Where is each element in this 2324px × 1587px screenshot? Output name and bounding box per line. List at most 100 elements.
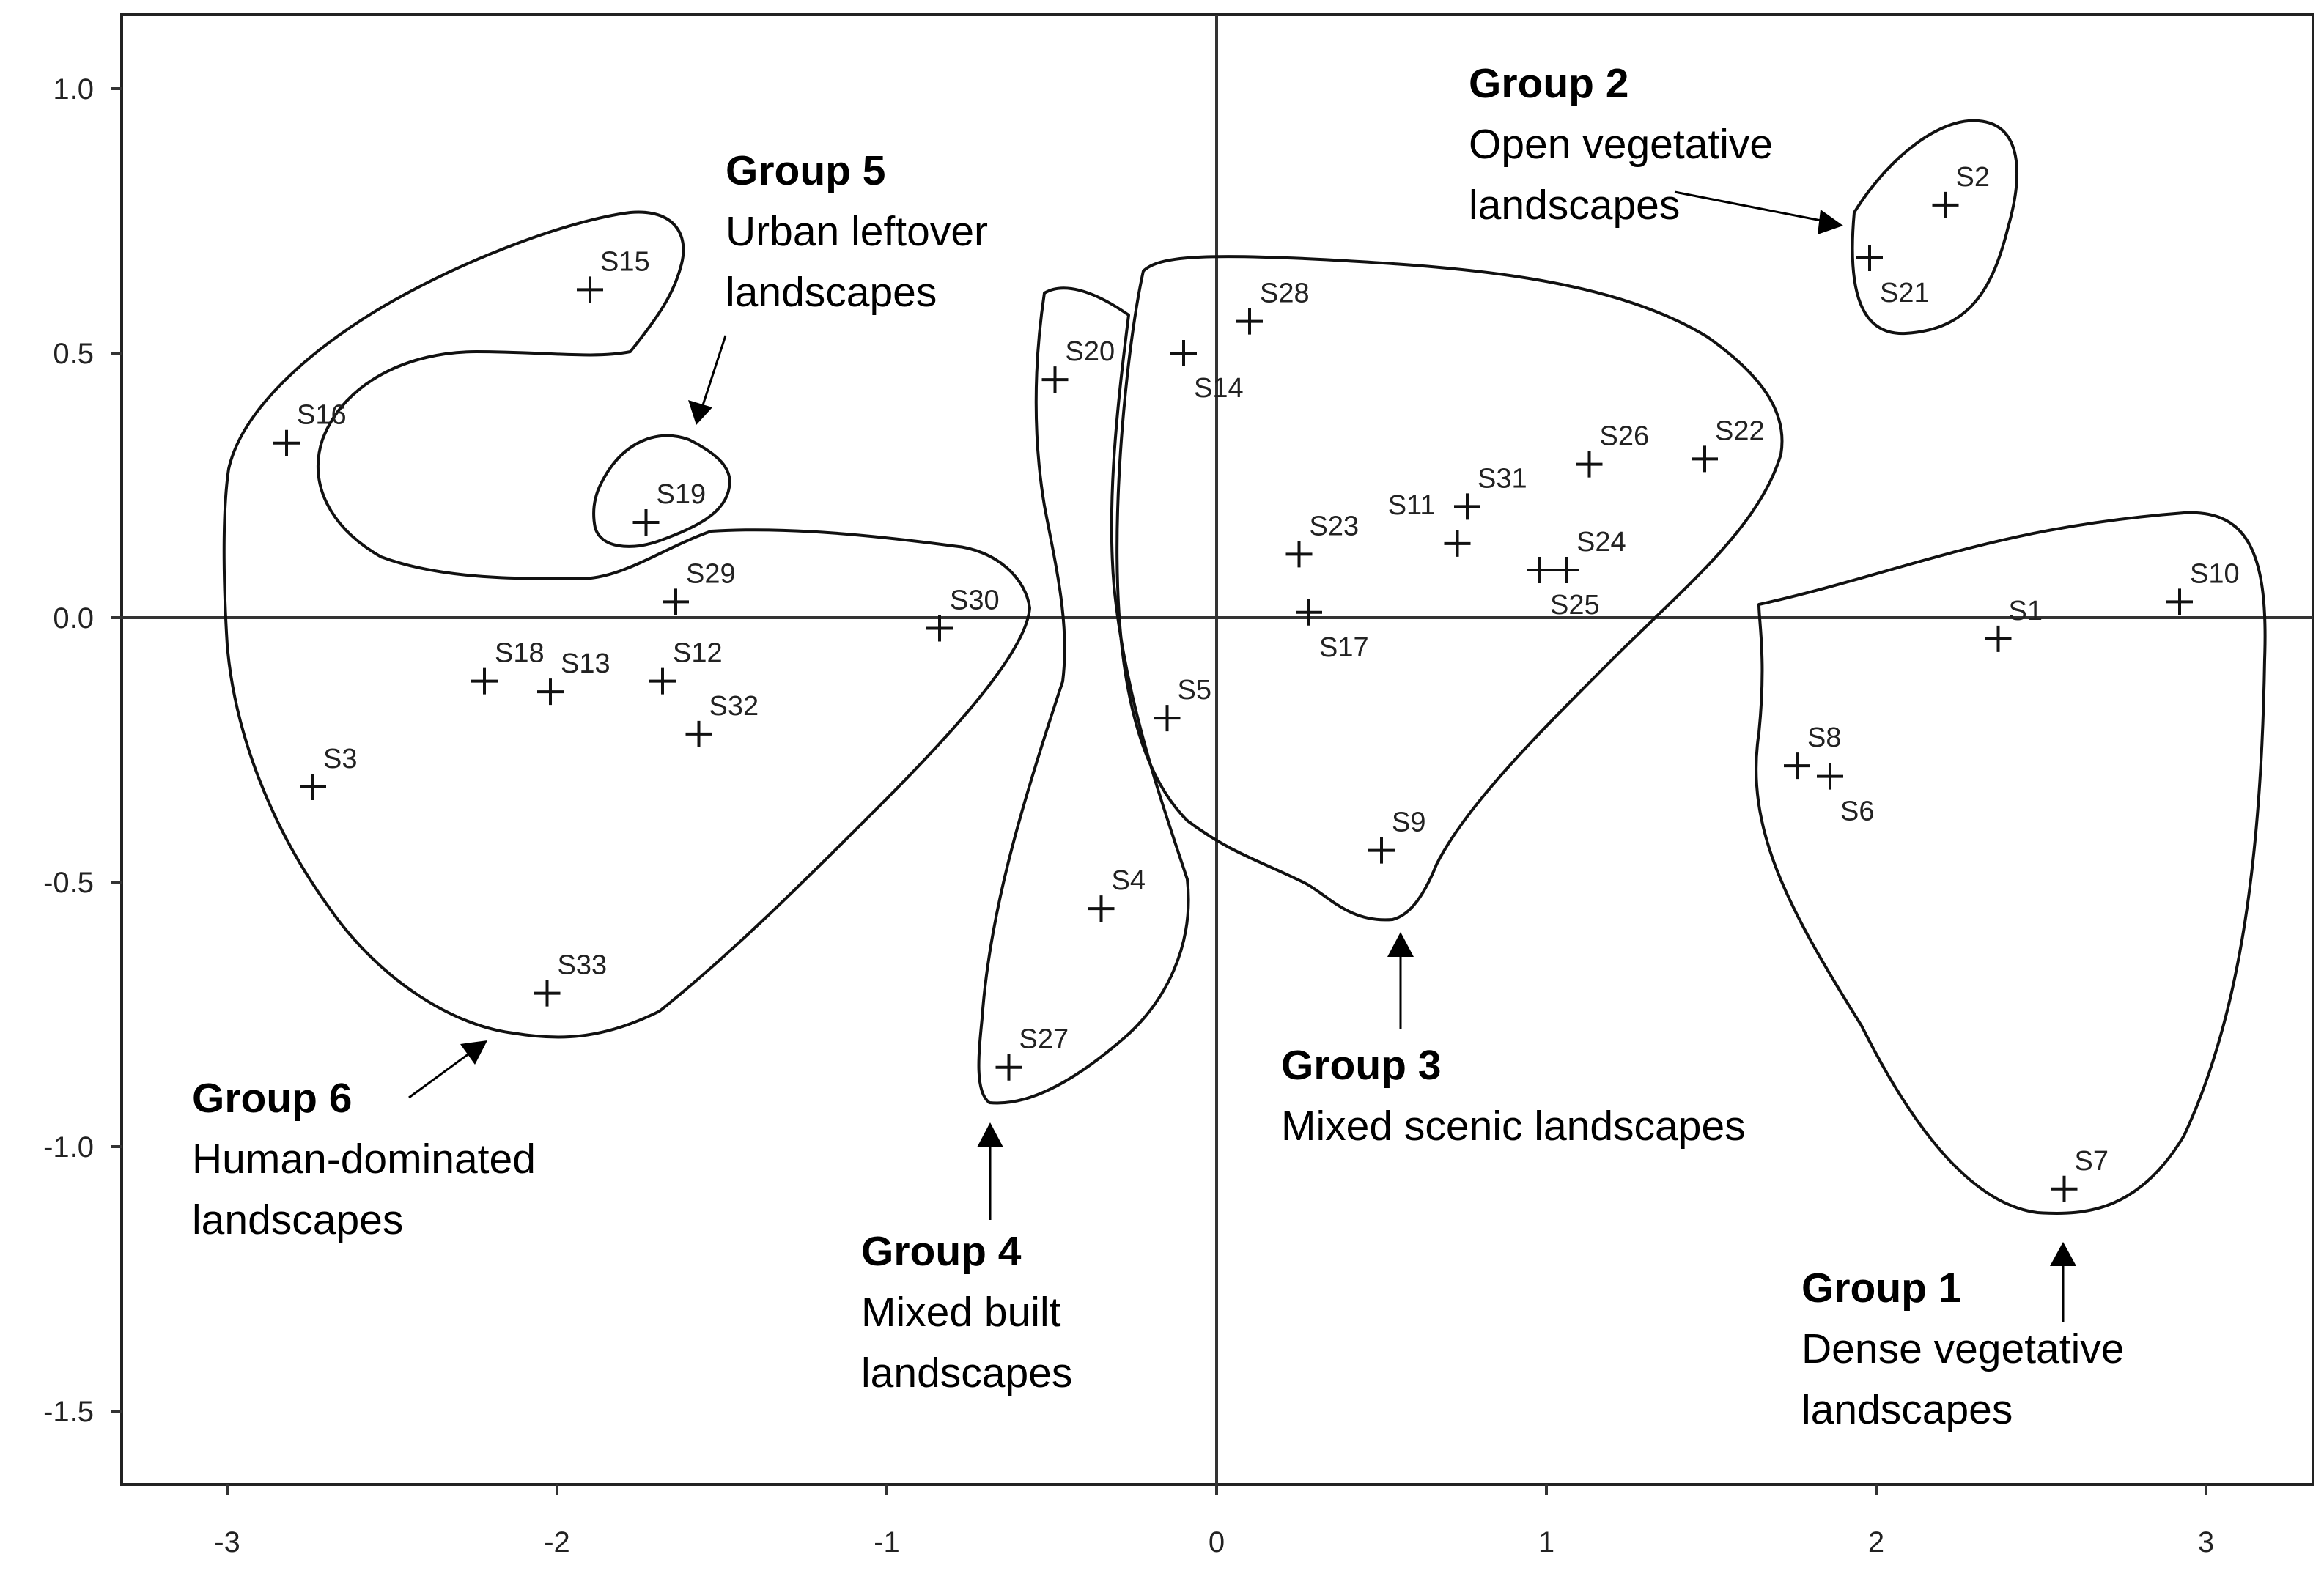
data-point-s28: S28: [1236, 278, 1310, 335]
group-2-outline: [1851, 119, 2018, 336]
point-marker: [1088, 895, 1115, 922]
group-1-title: Group 1: [1801, 1265, 1962, 1312]
point-label: S32: [709, 691, 759, 722]
point-marker: [1368, 837, 1395, 864]
data-point-s24: S24: [1553, 527, 1626, 584]
data-point-s18: S18: [471, 638, 545, 695]
point-marker: [926, 615, 953, 642]
point-marker: [537, 678, 564, 706]
point-label: S24: [1576, 527, 1626, 558]
point-label: S30: [950, 585, 1000, 615]
point-marker: [2051, 1175, 2078, 1202]
point-marker: [649, 667, 676, 695]
point-marker: [1576, 451, 1603, 478]
x-tick-label: 3: [2198, 1526, 2214, 1558]
group-4-desc: Mixed built: [861, 1289, 1061, 1336]
y-tick-label: 0.0: [53, 602, 94, 635]
point-label: S19: [657, 479, 707, 510]
point-marker: [663, 588, 689, 615]
point-marker: [1692, 445, 1718, 473]
point-marker: [1444, 530, 1471, 557]
point-marker: [995, 1054, 1022, 1081]
point-label: S28: [1260, 278, 1310, 309]
data-point-s32: S32: [685, 691, 759, 747]
point-marker: [1454, 493, 1480, 520]
point-marker: [1932, 191, 1959, 218]
data-point-s30: S30: [926, 585, 1000, 642]
data-point-s16: S16: [273, 400, 347, 456]
group-1-outline: [1755, 511, 2267, 1216]
point-label: S8: [1807, 722, 1841, 753]
group-6-outline: [222, 210, 1031, 1039]
group-outlines: [222, 119, 2267, 1216]
group-5-desc-2: landscapes: [726, 269, 937, 316]
point-label: S13: [561, 648, 610, 679]
data-point-s27: S27: [995, 1024, 1069, 1081]
point-label: S1: [2009, 596, 2043, 626]
point-marker: [1041, 366, 1069, 393]
data-point-s21: S21: [1856, 245, 1930, 308]
group-2-title: Group 2: [1469, 60, 1629, 107]
point-label: S9: [1392, 807, 1425, 838]
y-tick-label: 1.0: [53, 73, 94, 106]
group-2-desc-2: landscapes: [1469, 182, 1680, 229]
point-label: S31: [1478, 463, 1527, 494]
point-label: S7: [2075, 1146, 2109, 1177]
data-point-s7: S7: [2051, 1146, 2109, 1202]
point-marker: [1236, 308, 1263, 335]
point-label: S17: [1319, 632, 1369, 663]
group-1-arrow: [2050, 1242, 2076, 1322]
data-point-s11: S11: [1388, 490, 1471, 557]
group-4-arrow: [977, 1122, 1003, 1220]
y-tick-label: -1.0: [43, 1131, 94, 1164]
point-label: S22: [1715, 415, 1765, 446]
point-marker: [2166, 588, 2193, 615]
group-3-outline: [1115, 255, 1784, 922]
point-label: S2: [1956, 162, 1990, 193]
point-marker: [632, 509, 660, 536]
data-points: S1S2S3S4S5S6S7S8S9S10S11S12S13S14S15S16S…: [273, 162, 2240, 1202]
y-tick-label: -1.5: [43, 1396, 94, 1428]
group-1-desc-2: landscapes: [1801, 1386, 2013, 1433]
point-label: S25: [1550, 590, 1600, 621]
point-marker: [1553, 557, 1579, 584]
point-marker: [1285, 541, 1313, 568]
point-marker: [1856, 245, 1883, 272]
point-label: S14: [1194, 373, 1244, 404]
point-label: S10: [2190, 558, 2240, 589]
group-6-desc: Human-dominated: [192, 1136, 536, 1183]
data-point-s4: S4: [1088, 865, 1146, 922]
group-5-desc: Urban leftover: [726, 208, 988, 255]
point-label: S15: [600, 246, 650, 277]
group-annotations: Group 1 Dense vegetative landscapes Grou…: [192, 60, 2124, 1433]
data-point-s5: S5: [1154, 675, 1211, 732]
x-tick-label: 0: [1209, 1526, 1225, 1558]
data-point-s17: S17: [1296, 599, 1369, 663]
point-label: S11: [1388, 490, 1436, 521]
point-label: S6: [1840, 796, 1874, 827]
point-marker: [1154, 705, 1181, 732]
group-3-title: Group 3: [1281, 1042, 1442, 1089]
point-marker: [577, 276, 603, 303]
group-2-arrow: [1674, 190, 1843, 234]
data-point-s8: S8: [1784, 722, 1841, 780]
data-point-s12: S12: [649, 638, 723, 695]
x-tick-label: 2: [1868, 1526, 1884, 1558]
x-tick-label: -2: [544, 1526, 570, 1558]
data-point-s29: S29: [663, 558, 736, 615]
group-1-desc: Dense vegetative: [1801, 1325, 2124, 1372]
point-label: S4: [1112, 865, 1146, 896]
group-5-outline: [592, 434, 731, 548]
point-marker: [534, 980, 561, 1007]
data-point-s26: S26: [1576, 421, 1649, 478]
group-3-desc: Mixed scenic landscapes: [1281, 1103, 1746, 1150]
point-label: S16: [297, 400, 347, 431]
x-tick-label: -1: [874, 1526, 900, 1558]
data-point-s6: S6: [1817, 763, 1874, 827]
point-label: S18: [495, 638, 545, 669]
point-marker: [1170, 340, 1197, 366]
point-marker: [685, 720, 712, 747]
group-6-desc-2: landscapes: [192, 1196, 403, 1243]
point-marker: [471, 667, 498, 695]
